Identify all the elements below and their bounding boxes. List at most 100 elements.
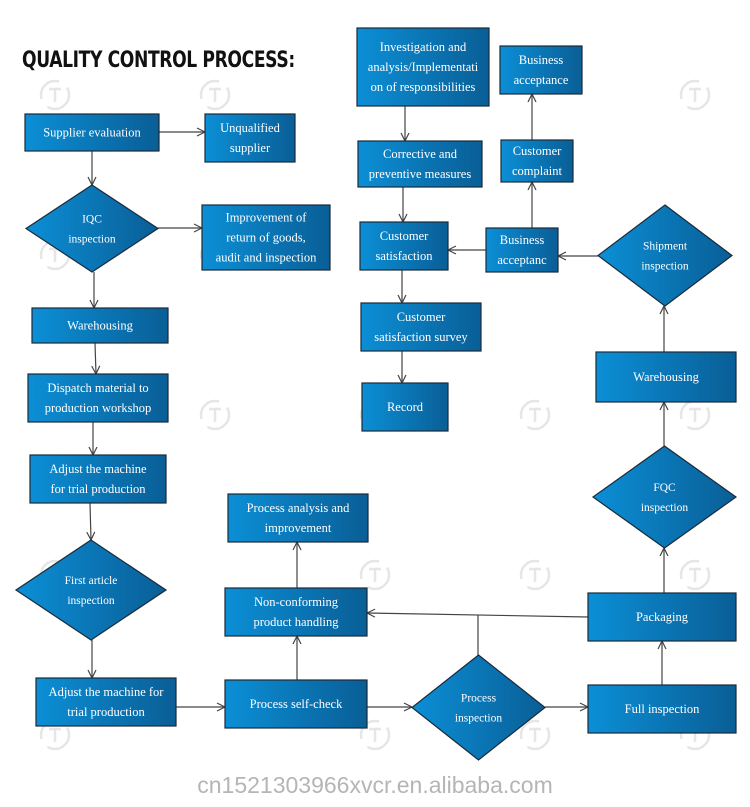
node-label: Business	[500, 233, 545, 247]
process-box	[587, 684, 737, 734]
node-label: FQC	[653, 482, 676, 494]
decision-diamond	[591, 445, 738, 549]
node-label: Warehousing	[633, 370, 699, 384]
node-cust-sat: Customer satisfaction	[359, 221, 449, 271]
node-label: Adjust the machine	[49, 462, 147, 476]
watermark-logo	[359, 719, 391, 751]
node-label: inspection	[67, 595, 115, 607]
node-label: analysis/Implementati	[368, 60, 479, 74]
node-label: Process	[461, 693, 497, 705]
node-biz-accept-mid: Business acceptanc	[485, 227, 559, 273]
node-record: Record	[361, 382, 449, 432]
node-label: Non-conforming	[254, 595, 339, 609]
node-packaging: Packaging	[587, 592, 737, 642]
node-full-insp: Full inspection	[587, 684, 737, 734]
process-box	[27, 373, 169, 423]
process-box	[361, 382, 449, 432]
node-investigation: Investigation and analysis/Implementati on…	[356, 27, 490, 107]
watermark-logo	[39, 79, 71, 111]
watermark-logo	[679, 79, 711, 111]
process-box	[201, 204, 331, 271]
watermark-logo	[679, 399, 711, 431]
node-dispatch: Dispatch material to production workshop	[27, 373, 169, 423]
node-label: on of responsibilities	[371, 80, 476, 94]
decision-diamond	[597, 204, 733, 307]
process-box	[595, 351, 737, 403]
watermark-logo	[199, 399, 231, 431]
process-box	[35, 677, 177, 727]
process-box	[587, 592, 737, 642]
node-label: production workshop	[45, 401, 152, 415]
node-label: satisfaction survey	[374, 330, 468, 344]
node-label: inspection	[455, 713, 503, 725]
node-label: acceptance	[514, 73, 569, 87]
node-label: IQC	[82, 214, 102, 226]
node-nonconforming: Non-conforming product handling	[224, 587, 368, 637]
node-label: Customer	[397, 310, 446, 324]
process-box	[29, 454, 167, 504]
node-label: trial production	[67, 705, 145, 719]
node-adjust2: Adjust the machine for trial production	[35, 677, 177, 727]
node-label: inspection	[68, 234, 116, 246]
node-label: for trial production	[50, 482, 146, 496]
watermark-logo	[519, 399, 551, 431]
node-label: inspection	[641, 261, 689, 273]
decision-diamond	[24, 184, 160, 273]
node-label: complaint	[512, 164, 563, 178]
node-label: Record	[387, 400, 424, 414]
node-label: improvement	[265, 521, 332, 535]
node-biz-accept-top: Business acceptance	[499, 45, 583, 95]
node-supplier-eval: Supplier evaluation	[24, 113, 160, 152]
node-label: Investigation and	[380, 40, 467, 54]
node-label: Packaging	[636, 610, 689, 624]
node-label: acceptanc	[497, 253, 547, 267]
process-box	[204, 113, 296, 163]
process-box	[224, 679, 368, 729]
node-label: Warehousing	[67, 319, 133, 333]
node-self-check: Process self-check	[224, 679, 368, 729]
process-box	[227, 493, 369, 543]
process-box	[485, 227, 559, 273]
node-label: Supplier evaluation	[43, 126, 141, 140]
arrow-warehousing1-to-dispatch	[95, 342, 96, 374]
node-survey: Customer satisfaction survey	[360, 302, 482, 352]
node-first-article: First article inspection	[14, 539, 168, 641]
decision-diamond	[14, 539, 168, 641]
process-box	[499, 45, 583, 95]
node-label: Improvement of	[226, 211, 308, 225]
watermark-logo	[679, 559, 711, 591]
node-label: Customer	[380, 229, 429, 243]
node-label: Process analysis and	[247, 501, 351, 515]
node-label: Process self-check	[250, 697, 343, 711]
node-label: satisfaction	[376, 249, 434, 263]
node-label: First article	[65, 575, 118, 587]
process-box	[24, 113, 160, 152]
process-box	[357, 140, 483, 188]
process-box	[224, 587, 368, 637]
node-analysis: Process analysis and improvement	[227, 493, 369, 543]
node-adjust1: Adjust the machine for trial production	[29, 454, 167, 504]
process-box	[356, 27, 490, 107]
watermark-logo	[519, 559, 551, 591]
node-label: inspection	[641, 502, 689, 514]
process-box	[360, 302, 482, 352]
node-label: Business	[519, 53, 564, 67]
node-label: return of goods,	[226, 231, 306, 245]
arrow-adjust1-to-first_article	[90, 502, 91, 540]
arrow-layer	[90, 94, 664, 707]
footer-url: cn1521303966xvcr.en.alibaba.com	[197, 772, 553, 798]
node-label: product handling	[253, 615, 339, 629]
watermark-logo	[199, 79, 231, 111]
process-box	[500, 139, 574, 183]
decision-diamond	[411, 654, 546, 761]
page-title: QUALITY CONTROL PROCESS:	[22, 48, 295, 73]
node-fqc: FQC inspection	[591, 445, 738, 549]
watermark-logo	[359, 559, 391, 591]
node-label: Dispatch material to	[47, 381, 148, 395]
node-label: Adjust the machine for	[49, 685, 165, 699]
process-box	[359, 221, 449, 271]
